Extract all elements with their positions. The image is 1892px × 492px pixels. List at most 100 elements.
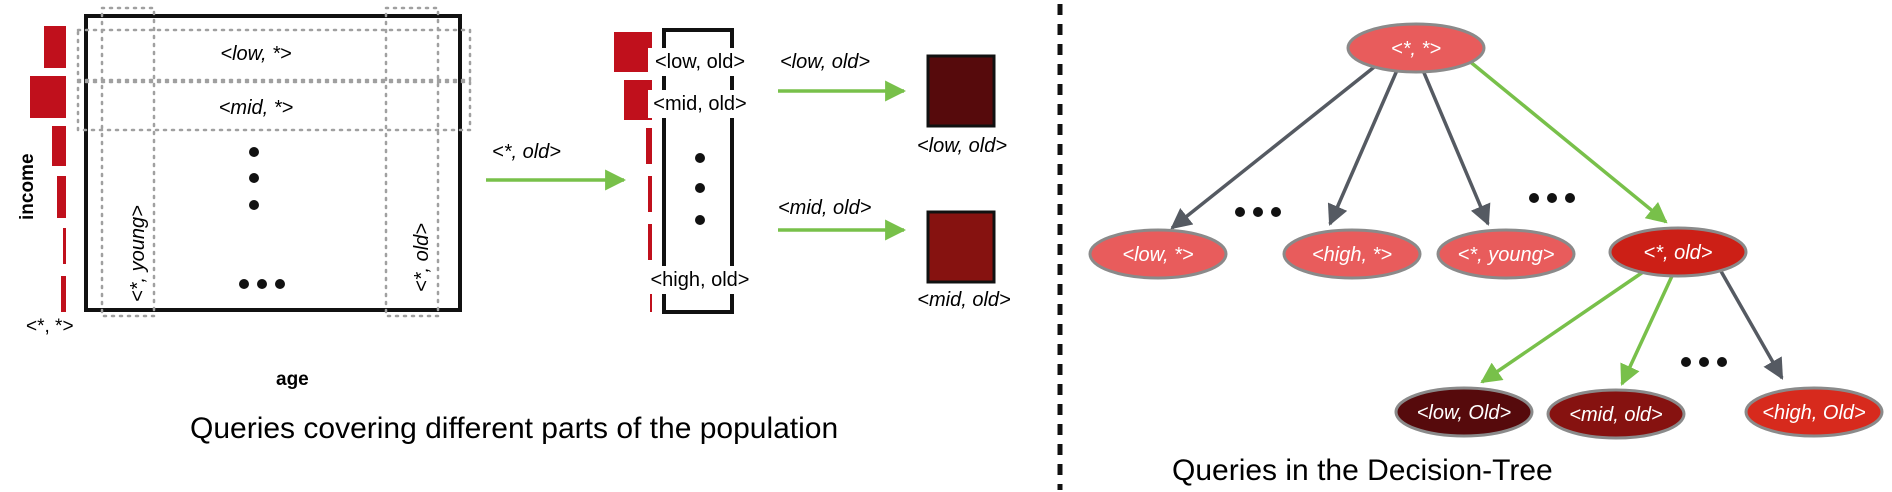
ellipsis-dot (1717, 357, 1727, 367)
node-label: <low, Old> (1417, 402, 1512, 424)
ellipsis-dot (1699, 357, 1709, 367)
node-label: <*, young> (1458, 244, 1555, 266)
tree-ellipsis-3 (1681, 357, 1727, 367)
income-bar (30, 76, 66, 118)
stack-label-bg (640, 266, 760, 294)
node-label: <high, Old> (1762, 402, 1865, 424)
ellipsis-dot (1681, 357, 1691, 367)
node-label: <low, *> (1122, 244, 1193, 266)
corner-label: <*, *> (26, 316, 74, 337)
income-bar (52, 126, 66, 166)
node-shape (1436, 228, 1576, 280)
node-shape (1346, 22, 1486, 74)
income-bar (57, 176, 66, 218)
stack-box (662, 28, 734, 314)
ellipsis-dot (695, 183, 705, 193)
tree-caption: Queries in the Decision-Tree (1172, 454, 1553, 487)
node-shape (1282, 228, 1422, 280)
stack-mid-label: <mid, old> (653, 93, 746, 115)
edge-old-low (1480, 268, 1647, 384)
stack-bar (614, 32, 652, 72)
result-mid-arrow-label: <mid, old> (778, 197, 871, 219)
tree-node-high-old: <high, Old> (1744, 386, 1884, 438)
col-young-label: <*, young> (127, 205, 149, 302)
ellipsis-dot (695, 215, 705, 225)
row-mid-label: <mid, *> (219, 97, 293, 119)
edge-old-mid (1620, 275, 1674, 386)
population-box (84, 14, 462, 312)
node-shape (1608, 226, 1748, 278)
edge-old-high (1716, 265, 1784, 380)
ellipsis-dot (249, 200, 259, 210)
tree-node-low-star: <low, *> (1088, 228, 1228, 280)
income-bar (63, 228, 66, 264)
tree-node-mid-old: <mid, old> (1546, 388, 1686, 440)
node-shape (1546, 388, 1686, 440)
horizontal-ellipsis (239, 279, 285, 289)
node-shape (1394, 386, 1534, 438)
ellipsis-dot (275, 279, 285, 289)
tree-edges (1170, 58, 1784, 386)
vertical-ellipsis (249, 147, 259, 210)
ellipsis-dot (257, 279, 267, 289)
ellipsis-dot (1547, 193, 1557, 203)
node-label: <high, *> (1312, 244, 1392, 266)
ellipsis-dot (1253, 207, 1263, 217)
old-column-stack: <low, old> <mid, old> <high, old> (614, 28, 760, 314)
col-old-region (384, 6, 440, 318)
tree-node-low-old: <low, Old> (1394, 386, 1534, 438)
income-bar (44, 26, 66, 68)
node-label: <*, old> (1644, 242, 1713, 264)
result-mid-box (926, 210, 996, 284)
tree-node-root: <*, *> (1346, 22, 1486, 74)
income-axis-label: income (17, 153, 38, 220)
stack-bar (648, 224, 652, 260)
tree-node-high-star: <high, *> (1282, 228, 1422, 280)
ellipsis-dot (249, 147, 259, 157)
row-mid-region (76, 80, 472, 132)
result-low-box (926, 54, 996, 128)
ellipsis-dot (239, 279, 249, 289)
tree-node-star-young: <*, young> (1436, 228, 1576, 280)
row-low-region (76, 28, 472, 82)
col-young-region (100, 6, 156, 318)
ellipsis-dot (1271, 207, 1281, 217)
result-low-arrow-label: <low, old> (780, 51, 870, 73)
population-panel: income <low, *> <mid, *> <*, young> <*, … (17, 6, 1011, 445)
node-shape (1088, 228, 1228, 280)
edge-root-young (1420, 67, 1491, 226)
ellipsis-dot (249, 173, 259, 183)
stack-high-label: <high, old> (651, 269, 750, 291)
age-axis-label: age (276, 369, 309, 390)
edge-root-old (1466, 58, 1668, 224)
ellipsis-dot (1565, 193, 1575, 203)
arrow-old-label: <*, old> (492, 141, 561, 163)
row-low-label: <low, *> (220, 43, 291, 65)
dotted-regions (76, 6, 472, 318)
tree-node-star-old: <*, old> (1608, 226, 1748, 278)
decision-tree: <*, *> <low, *> <high, *> <*, young> <*,… (1088, 22, 1884, 487)
tree-ellipsis-1 (1235, 207, 1281, 217)
edge-root-high (1327, 67, 1400, 226)
node-shape (1744, 386, 1884, 438)
ellipsis-dot (695, 153, 705, 163)
node-label: <mid, old> (1569, 404, 1662, 426)
node-label: <*, *> (1391, 38, 1441, 60)
stack-bar (648, 176, 652, 212)
ellipsis-dot (1529, 193, 1539, 203)
edge-root-low (1170, 62, 1380, 230)
tree-ellipsis-2 (1529, 193, 1575, 203)
result-mid-label: <mid, old> (917, 289, 1010, 311)
stack-low-label: <low, old> (655, 51, 745, 73)
stack-label-bg (648, 48, 756, 76)
left-caption: Queries covering different parts of the … (190, 412, 838, 445)
stack-label-bg (648, 90, 756, 118)
stack-ellipsis (695, 153, 705, 225)
income-histogram (30, 26, 66, 312)
ellipsis-dot (1235, 207, 1245, 217)
col-old-label: <*, old> (411, 223, 433, 292)
income-bar (61, 276, 66, 312)
stack-bar (646, 128, 652, 164)
stack-bar (624, 80, 652, 120)
